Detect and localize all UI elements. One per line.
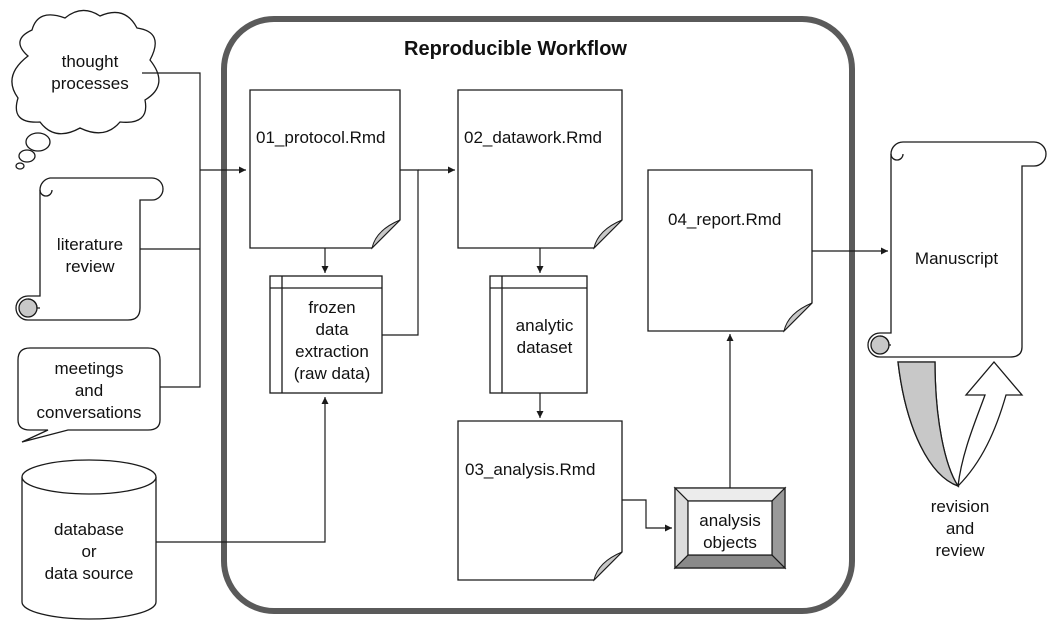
workflow-arrows [321,166,888,532]
protocol-doc-label: 01_protocol.Rmd [256,128,386,147]
datawork-doc-shape [457,89,623,250]
database-cylinder-shape [21,459,157,620]
literature-review-label: literature review [56,235,124,276]
input-connectors [140,72,329,543]
report-doc-label: 04_report.Rmd [668,210,782,229]
analytic-dataset-label: analytic dataset [515,316,574,357]
literature-scroll-shape [15,177,164,321]
protocol-doc-shape [249,89,401,250]
revision-cycle-arrow [897,360,1024,488]
meetings-label: meetings and conversations [36,359,142,422]
datawork-doc-label: 02_datawork.Rmd [464,128,602,147]
thought-processes-label: thought processes [51,52,129,93]
frozen-data-store-shape [269,275,383,394]
meetings-bubble-shape [17,347,161,443]
report-doc-shape [647,169,813,333]
analysis-objects-label: analysis objects [699,511,761,552]
analytic-data-store-shape [489,275,588,394]
database-label: database or data source [44,520,134,583]
workflow-title: Reproducible Workflow [404,38,627,60]
manuscript-label: Manuscript [914,249,999,268]
frozen-data-label: frozen data extraction (raw data) [293,298,371,383]
thought-cloud-shape [11,9,160,170]
workflow-frame [221,16,855,614]
analysis-objects-shape [673,486,787,570]
analysis-doc-label: 03_analysis.Rmd [465,460,596,479]
manuscript-scroll-shape [867,141,1047,358]
revision-review-label: revision and review [930,497,990,560]
analysis-doc-shape [457,420,623,582]
